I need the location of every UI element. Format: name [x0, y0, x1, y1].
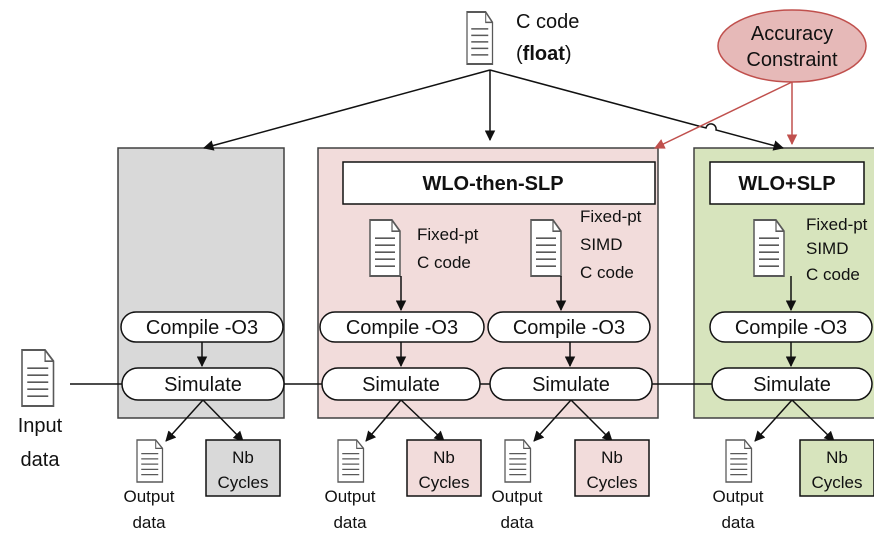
baseline-output-label-line1: Output	[123, 487, 174, 506]
c-code-type: (float)	[516, 43, 572, 65]
code-b-line3: C code	[580, 263, 634, 282]
wlo-slp-output-document-icon	[725, 439, 753, 483]
wlo-slp-code-line2: SIMD	[806, 239, 849, 258]
compile-b-label: Compile -O3	[513, 317, 625, 339]
wlo-then-slp-output-a-document-icon	[337, 439, 365, 483]
wlo-then-slp-title-box	[342, 161, 656, 205]
wlo-slp-code-line1: Fixed-pt	[806, 215, 868, 234]
baseline-output-label-line2: data	[132, 513, 166, 532]
code-a-line1: Fixed-pt	[417, 225, 479, 244]
baseline-flow: Compile -O3 Simulate Output data Nb Cycl…	[120, 311, 285, 532]
nb-cycles-b-line1: Nb	[601, 448, 623, 467]
accuracy-constraint-node	[717, 9, 867, 83]
code-b-line2: SIMD	[580, 235, 623, 254]
wlo-slp-title: WLO+SLP	[738, 173, 835, 195]
wlo-slp-nb-cycles-line1: Nb	[826, 448, 848, 467]
fixed-pt-c-code-document-icon	[368, 218, 402, 278]
accuracy-constraint-line1: Accuracy	[751, 23, 833, 45]
wlo-slp-nb-cycles-line2: Cycles	[811, 473, 862, 492]
simulate-b-label: Simulate	[532, 374, 610, 396]
nb-cycles-b-line2: Cycles	[586, 473, 637, 492]
input-data-label-line2: data	[21, 449, 61, 471]
c-code-document-icon	[466, 11, 494, 65]
c-code-label: C code	[516, 11, 579, 33]
compile-a-label: Compile -O3	[346, 317, 458, 339]
wlo-slp-nb-cycles-box	[799, 439, 874, 497]
baseline-simulate-label: Simulate	[164, 374, 242, 396]
nb-cycles-a-line2: Cycles	[418, 473, 469, 492]
baseline-nb-cycles-line2: Cycles	[217, 473, 268, 492]
wlo-slp-title-box	[709, 161, 865, 205]
baseline-nb-cycles-line1: Nb	[232, 448, 254, 467]
wlo-slp-output-label-line2: data	[721, 513, 755, 532]
wlo-slp-simulate-label: Simulate	[753, 374, 831, 396]
wlo-slp-code-document-icon	[752, 218, 786, 278]
simulate-a-label: Simulate	[362, 374, 440, 396]
wlo-slp-code-line3: C code	[806, 265, 860, 284]
baseline-compile-box	[120, 311, 284, 343]
compile-b-box	[487, 311, 651, 343]
code-b-line1: Fixed-pt	[580, 207, 642, 226]
wlo-then-slp-flow: WLO-then-SLP Fixed-pt C code Fixed-pt SI…	[319, 161, 656, 532]
code-a-line2: C code	[417, 253, 471, 272]
output-b-label-line1: Output	[491, 487, 542, 506]
nb-cycles-a-box	[406, 439, 482, 497]
compile-a-box	[319, 311, 485, 343]
wlo-then-slp-title: WLO-then-SLP	[422, 173, 563, 195]
wlo-slp-compile-box	[709, 311, 873, 343]
fixed-pt-simd-c-code-document-icon	[529, 218, 563, 278]
wlo-slp-flow: WLO+SLP Fixed-pt SIMD C code Compile -O3…	[709, 161, 874, 532]
wlo-then-slp-output-b-document-icon	[504, 439, 532, 483]
input-data-document-icon	[20, 348, 55, 408]
accuracy-constraint-line2: Constraint	[746, 49, 838, 71]
wlo-slp-output-label-line1: Output	[712, 487, 763, 506]
nb-cycles-a-line1: Nb	[433, 448, 455, 467]
baseline-nb-cycles-box	[205, 439, 281, 497]
input-data-label-line1: Input	[18, 415, 63, 437]
baseline-compile-label: Compile -O3	[146, 317, 258, 339]
output-a-label-line2: data	[333, 513, 367, 532]
nb-cycles-b-box	[574, 439, 650, 497]
output-b-label-line2: data	[500, 513, 534, 532]
baseline-output-document-icon	[136, 439, 164, 483]
wlo-slp-compile-label: Compile -O3	[735, 317, 847, 339]
output-a-label-line1: Output	[324, 487, 375, 506]
